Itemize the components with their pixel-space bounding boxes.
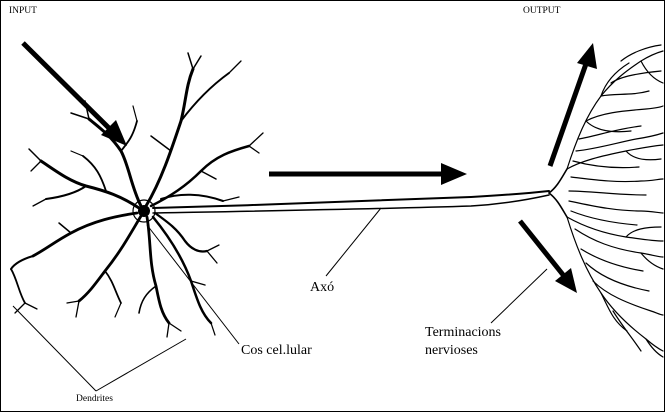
dendrites-label: Dendrites <box>76 394 113 405</box>
cell-body-label: Cos cel.lular <box>241 343 312 359</box>
nerve-endings-drawing <box>567 45 663 357</box>
input-arrow <box>23 43 127 146</box>
input-label: INPUT <box>9 6 37 17</box>
nerve-endings-label: Terminacions nervioses <box>425 324 501 359</box>
leader-lines <box>13 208 547 391</box>
output-arrow-down <box>520 221 577 293</box>
cell-body-nucleus <box>138 205 150 217</box>
output-arrow-up <box>550 43 597 166</box>
axon-label: Axó <box>310 280 334 296</box>
signal-arrow <box>269 163 467 185</box>
dendrites-drawing <box>11 53 263 337</box>
output-label: OUTPUT <box>523 6 560 17</box>
